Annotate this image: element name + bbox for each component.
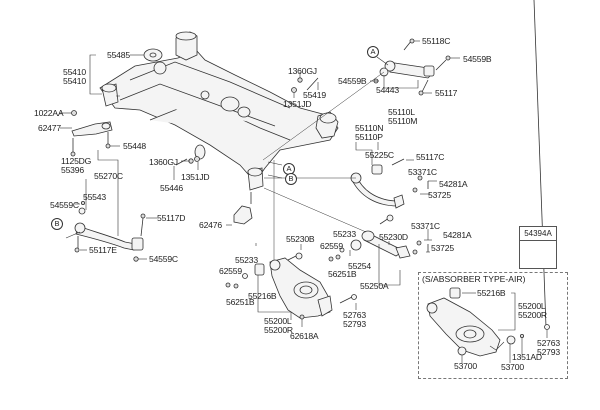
callout-b-crossmember[interactable]: B: [285, 173, 297, 185]
part-label-55446[interactable]: 55446: [160, 183, 183, 193]
part-label-55117C[interactable]: 55117C: [416, 152, 445, 162]
part-label-55216B[interactable]: 55216B: [248, 291, 277, 301]
part-label-54559C-upper[interactable]: 54559C: [50, 200, 79, 210]
part-label-1360GJ-top[interactable]: 1360GJ: [288, 66, 317, 76]
part-label-54443[interactable]: 54443: [376, 85, 399, 95]
part-label-54559C-lower[interactable]: 54559C: [149, 254, 178, 264]
part-label-55233-right[interactable]: 55233: [333, 229, 356, 239]
part-label-55117D[interactable]: 55117D: [157, 213, 186, 223]
bushing-right[interactable]: [315, 111, 339, 139]
part-label-55117[interactable]: 55117: [435, 88, 458, 98]
part-label-1022AA[interactable]: 1022AA: [34, 108, 64, 118]
part-label-54559B-left[interactable]: 54559B: [338, 76, 367, 86]
air-type-title: (S/ABSORBER TYPE-AIR): [422, 274, 526, 284]
part-label-62477[interactable]: 62477: [38, 123, 61, 133]
part-label-54281A-upper[interactable]: 54281A: [439, 179, 468, 189]
air-part-label-53700-left[interactable]: 53700: [454, 361, 477, 371]
part-label-55230D[interactable]: 55230D: [379, 232, 408, 242]
part-label-62476[interactable]: 62476: [199, 220, 222, 230]
upper-arm-55110L[interactable]: [384, 60, 435, 79]
part-label-53371C-upper[interactable]: 53371C: [408, 167, 437, 177]
part-label-53725-lower[interactable]: 53725: [431, 243, 454, 253]
part-label-62618A[interactable]: 62618A: [290, 331, 319, 341]
part-label-62559-left[interactable]: 62559: [219, 266, 242, 276]
part-label-55448[interactable]: 55448: [123, 141, 146, 151]
part-label-55485[interactable]: 55485: [107, 50, 130, 60]
part-label-54281A-lower[interactable]: 54281A: [443, 230, 472, 240]
lower-arm-55200L[interactable]: [269, 257, 333, 319]
part-label-53725-upper[interactable]: 53725: [428, 190, 451, 200]
part-label-54559B-right[interactable]: 54559B: [463, 54, 492, 64]
part-label-56251B-right[interactable]: 56251B: [328, 269, 357, 279]
part-label-55117E[interactable]: 55117E: [89, 245, 117, 255]
mount-bushing-top[interactable]: [175, 31, 198, 61]
part-label-55250A[interactable]: 55250A: [360, 281, 389, 291]
part-label-55419[interactable]: 55419: [303, 90, 326, 100]
stabilizer-link-55270C[interactable]: [74, 222, 144, 251]
part-label-53371C-lower[interactable]: 53371C: [411, 221, 440, 231]
part-label-1360GJ-mid[interactable]: 1360GJ: [149, 157, 178, 167]
callout-a-upper[interactable]: A: [367, 46, 379, 58]
part-label-55233-left[interactable]: 55233: [235, 255, 258, 265]
bracket-62476[interactable]: [233, 205, 253, 225]
part-label-55225C[interactable]: 55225C: [365, 150, 394, 160]
washer-55485[interactable]: [143, 48, 163, 62]
part-label-55543[interactable]: 55543: [83, 192, 106, 202]
bushing-b[interactable]: [247, 167, 264, 191]
bushing-55410[interactable]: [101, 83, 119, 107]
part-label-1351JD-top[interactable]: 1351JD: [283, 99, 312, 109]
air-type-box: [418, 272, 568, 379]
air-part-label-55216B[interactable]: 55216B: [477, 288, 506, 298]
kit-box-part-number: 54394A: [520, 227, 556, 241]
lateral-arm-55250A[interactable]: [361, 230, 411, 259]
part-label-56251B-left[interactable]: 56251B: [226, 297, 255, 307]
air-part-label-53700-right[interactable]: 53700: [501, 362, 524, 372]
part-label-55118C[interactable]: 55118C: [422, 36, 451, 46]
part-label-62559-right[interactable]: 62559: [320, 241, 343, 251]
kit-box-54394A[interactable]: 54394A: [519, 226, 557, 269]
part-label-1351JD-mid[interactable]: 1351JD: [181, 172, 210, 182]
upper-arm-55110N[interactable]: [350, 172, 405, 209]
callout-b-link[interactable]: B: [51, 218, 63, 230]
part-label-55254[interactable]: 55254: [348, 261, 371, 271]
part-label-55230B[interactable]: 55230B: [286, 234, 315, 244]
part-label-55270C[interactable]: 55270C: [94, 171, 123, 181]
air-part-label-1351AD[interactable]: 1351AD: [512, 352, 542, 362]
air-lower-arm[interactable]: [426, 297, 501, 357]
